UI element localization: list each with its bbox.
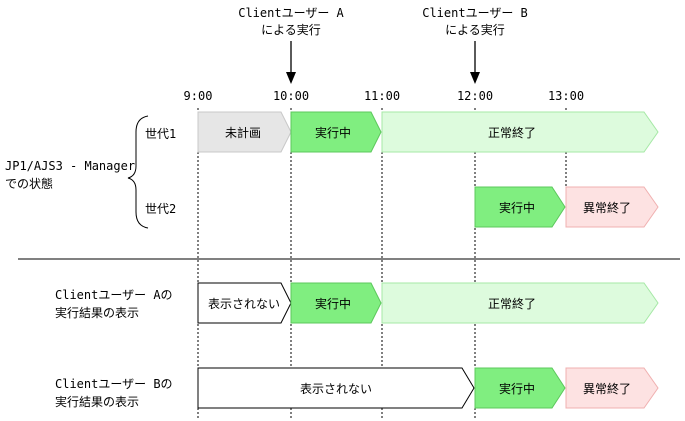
client-b-arrow-icon <box>470 41 480 84</box>
client-b-hidden-text: 表示されない <box>300 382 372 396</box>
client-a-hidden-text: 表示されない <box>208 297 280 311</box>
client-a-arrow-icon <box>286 41 296 84</box>
client-a-hidden-bar <box>197 282 292 324</box>
gen2-abnormal-end-bar <box>565 186 659 228</box>
gen1-running-text: 実行中 <box>315 125 351 140</box>
gen2-abnormal-end-text: 異常終了 <box>583 200 631 215</box>
client-a-running-bar <box>290 282 382 324</box>
time-label-1000: 10:00 <box>273 89 309 103</box>
client-b-running-bar <box>474 367 566 409</box>
gen2-running-bar <box>474 186 566 228</box>
gen1-unplanned-bar <box>197 111 292 153</box>
gen2-running-text: 実行中 <box>499 200 535 215</box>
manager-label-line2: での状態 <box>5 176 53 191</box>
client-b-hidden-bar <box>197 367 475 409</box>
client-a-annotation-line2: による実行 <box>261 22 321 37</box>
client-a-label-line1: Clientユーザー Aの <box>55 288 173 302</box>
gen1-unplanned-text: 未計画 <box>225 125 261 140</box>
client-a-running-text: 実行中 <box>315 296 351 311</box>
client-a-label-line2: 実行結果の表示 <box>55 305 139 320</box>
client-b-label-line1: Clientユーザー Bの <box>55 377 173 391</box>
time-label-0900: 9:00 <box>184 89 213 103</box>
client-b-annotation-line1: Clientユーザー B <box>422 6 528 20</box>
gen1-running-bar <box>290 111 382 153</box>
client-b-abnormal-end-text: 異常終了 <box>583 381 631 396</box>
gen1-normal-end-bar <box>381 111 659 153</box>
time-label-1200: 12:00 <box>457 89 493 103</box>
manager-brace <box>127 115 149 229</box>
client-a-annotation-line1: Clientユーザー A <box>238 6 344 20</box>
time-label-1100: 11:00 <box>364 89 400 103</box>
client-b-abnormal-end-bar <box>565 367 659 409</box>
generation1-label: 世代1 <box>145 127 176 141</box>
client-a-normal-end-text: 正常終了 <box>488 296 536 311</box>
time-label-1300: 13:00 <box>548 89 584 103</box>
client-a-normal-end-bar <box>381 282 659 324</box>
gen1-normal-end-text: 正常終了 <box>488 125 536 140</box>
client-b-running-text: 実行中 <box>499 381 535 396</box>
generation2-label: 世代2 <box>145 202 176 216</box>
client-b-label-line2: 実行結果の表示 <box>55 394 139 409</box>
manager-label-line1: JP1/AJS3 - Manager <box>5 159 135 173</box>
client-b-annotation-line2: による実行 <box>445 22 505 37</box>
